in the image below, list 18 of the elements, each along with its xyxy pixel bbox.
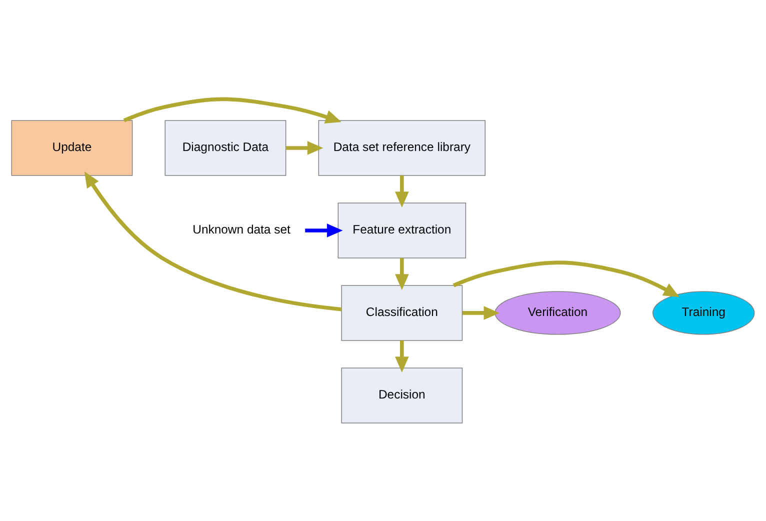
node-box: Classification <box>341 284 463 340</box>
node-ellipse: Training <box>652 290 755 334</box>
node-box: Feature extraction <box>338 202 466 258</box>
node-box: Decision <box>341 367 463 423</box>
arrow <box>462 306 500 320</box>
arrow <box>286 140 324 154</box>
node-text: Unknown data set <box>192 222 290 236</box>
node-box: Data set reference library <box>318 120 486 176</box>
node-ellipse: Verification <box>494 290 621 334</box>
arrow <box>84 171 342 311</box>
arrow <box>394 174 409 207</box>
node-box: Update <box>11 120 133 176</box>
arrow <box>394 340 409 372</box>
arrow <box>452 260 680 297</box>
arrow <box>123 96 342 123</box>
arrow <box>394 257 409 290</box>
arrow <box>305 223 343 237</box>
node-box: Diagnostic Data <box>164 120 286 176</box>
